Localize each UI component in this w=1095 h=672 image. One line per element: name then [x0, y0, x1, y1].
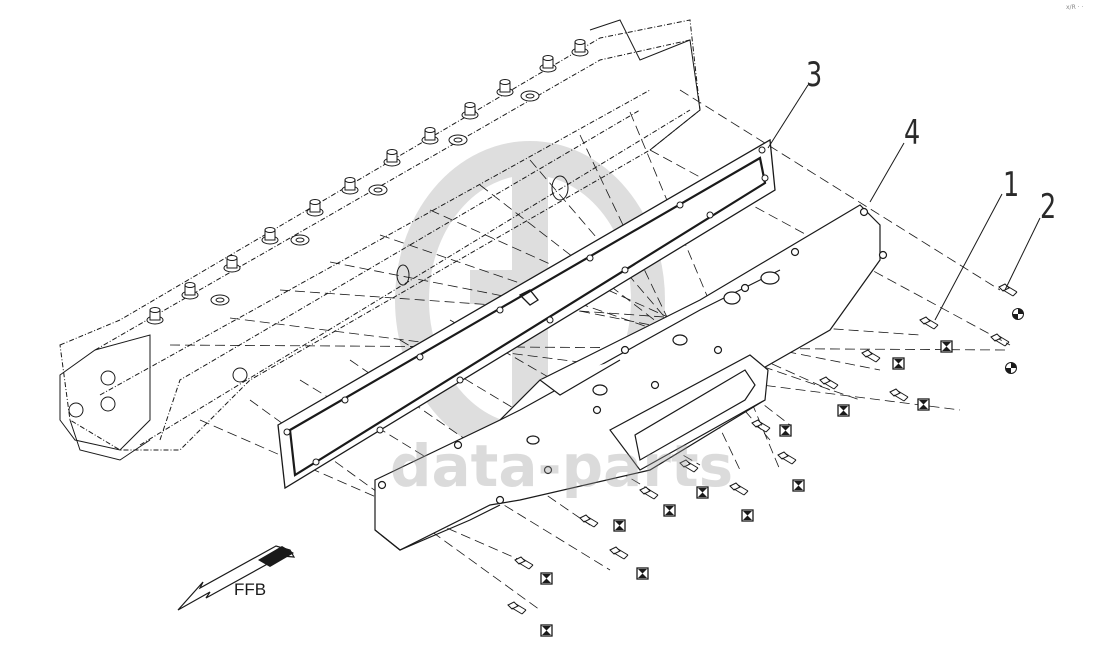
- hourglass-box-icon: [540, 572, 553, 585]
- callout-4: 4: [904, 113, 921, 153]
- hourglass-box-icon: [917, 398, 930, 411]
- valve-bosses: [146, 39, 589, 325]
- watermark-text: data-parts: [390, 432, 733, 500]
- cylinder-head: [59, 19, 701, 451]
- hourglass-box-icon: [741, 509, 754, 522]
- quartered-circle-icon: [1012, 308, 1024, 320]
- callout-1: 1: [1003, 165, 1020, 205]
- hourglass-box-icon: [540, 624, 553, 637]
- hourglass-box-icon: [779, 424, 792, 437]
- direction-arrow: [177, 545, 296, 611]
- hourglass-box-icon: [613, 519, 626, 532]
- direction-label: FFB: [234, 580, 267, 599]
- quartered-circle-icon: [1005, 362, 1017, 374]
- hourglass-box-icon: [892, 357, 905, 370]
- hourglass-box-icon: [940, 340, 953, 353]
- gasket: [277, 138, 776, 490]
- exhaust-manifold: [374, 204, 888, 551]
- corner-tag: x/R · ·: [1066, 4, 1084, 11]
- hourglass-box-icon: [792, 479, 805, 492]
- callout-leaders: [767, 84, 1041, 321]
- callout-2: 2: [1040, 187, 1057, 227]
- callout-3: 3: [806, 55, 823, 95]
- hourglass-box-icon: [636, 567, 649, 580]
- hourglass-box-icon: [663, 504, 676, 517]
- hourglass-box-icon: [837, 404, 850, 417]
